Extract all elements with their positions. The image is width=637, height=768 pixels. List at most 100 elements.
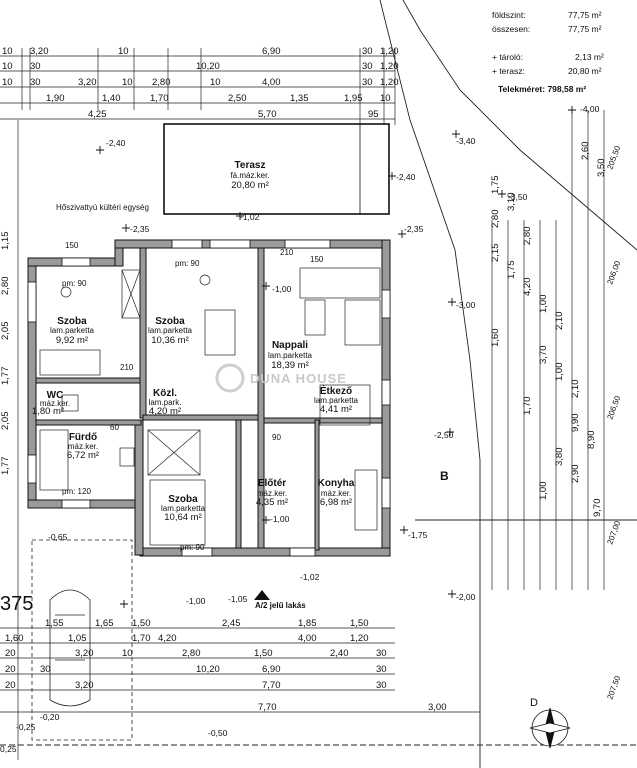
edge-elevation-label: 207,00 [605, 519, 622, 546]
dim-right-label: 3,50 [596, 159, 607, 178]
dim-right-label: 1,70 [522, 397, 533, 416]
dim-left-label: 1,77 [0, 457, 11, 476]
level-label: -0,20 [40, 712, 60, 722]
opening-label: 210 [120, 363, 134, 372]
dim-bottom-label: 7,70 [258, 702, 277, 713]
room-area-szoba-2: 10,36 m² [151, 335, 189, 346]
room-material-furdo: máz.ker. [68, 442, 98, 451]
dim-left-label: 2,05 [0, 322, 11, 341]
dim-top-label: 3,20 [30, 46, 49, 57]
room-name-nappali: Nappali [272, 340, 308, 351]
opening-label: pm: 90 [62, 279, 87, 288]
edge-elevation-label: 206,00 [605, 259, 622, 286]
room-name-wc: WC [47, 390, 64, 401]
room-area-etkezo: 4,41 m² [320, 404, 352, 415]
dim-right-label: 2,10 [554, 312, 565, 331]
dim-bottom-label: 1,50 [132, 618, 151, 629]
dim-right-label: 2,90 [570, 465, 581, 484]
room-name-etkezo: Étkező [320, 384, 352, 397]
dim-top-label: 10 [122, 77, 133, 88]
room-area-konyha: 6,98 m² [320, 497, 352, 508]
level-label: -0,50 [208, 728, 228, 738]
dim-top-label: 2,80 [152, 77, 171, 88]
dim-left-label: 2,05 [0, 412, 11, 431]
level-label: -1,00 [272, 284, 292, 294]
dim-top-label: 10 [2, 77, 13, 88]
dim-top-label: 95 [368, 109, 379, 120]
dim-bottom-label: 7,70 [262, 680, 281, 691]
level-label: -1,02 [300, 572, 320, 582]
dim-top-label: 1,70 [150, 93, 169, 104]
opening-label: pm: 120 [62, 487, 91, 496]
summary-label-3: + terasz: [492, 66, 525, 76]
dim-top-label: 1,90 [46, 93, 65, 104]
apartment-label: A/2 jelű lakás [255, 601, 306, 610]
dim-bottom-label: 2,80 [182, 648, 201, 659]
level-label: -2,40 [106, 138, 126, 148]
level-label: 0,25 [0, 744, 17, 754]
dim-right-label: 1,75 [506, 261, 517, 280]
room-area-eloter: 4,35 m² [256, 497, 288, 508]
dim-left-label: 1,77 [0, 367, 11, 386]
dim-left-label: 2,80 [0, 277, 11, 296]
level-label: -3,50 [508, 192, 528, 202]
dim-bottom-label: 1,85 [298, 618, 317, 629]
room-material-terasz: fá.máz.ker. [230, 171, 269, 180]
dim-top-label: 10,20 [196, 61, 220, 72]
level-label: -2,40 [396, 172, 416, 182]
dim-top-label: 10 [2, 61, 13, 72]
dim-bottom-label: 10,20 [196, 664, 220, 675]
dim-bottom-label: 10 [122, 648, 133, 659]
room-material-kozl: lam.park. [149, 398, 182, 407]
level-label: -1,00 [270, 514, 290, 524]
room-name-furdo: Fürdő [69, 432, 97, 443]
dim-bottom-label: 3,20 [75, 648, 94, 659]
dim-bottom-label: 1,70 [132, 633, 151, 644]
room-area-wc: 1,80 m² [32, 406, 64, 417]
level-label: -0,25 [16, 722, 36, 732]
room-name-konyha: Konyha [318, 478, 355, 489]
room-material-szoba-3: lam.parketta [161, 504, 206, 513]
dim-top-label: 1,95 [344, 93, 363, 104]
dim-right-label: 8,90 [586, 431, 597, 450]
level-label: -1,75 [408, 530, 428, 540]
summary-value-1: 77,75 m² [568, 24, 602, 34]
dim-top-label: 10 [210, 77, 221, 88]
room-name-szoba-3: Szoba [168, 494, 198, 505]
dim-right-label: 3,70 [538, 346, 549, 365]
dim-bottom-label: 30 [376, 664, 387, 675]
room-name-szoba-1: Szoba [57, 316, 87, 327]
dim-top-label: 3,20 [78, 77, 97, 88]
dim-right-label: 3,80 [554, 448, 565, 467]
level-label: -3,00 [456, 300, 476, 310]
opening-label: 150 [310, 255, 324, 264]
level-label: -0,65 [48, 532, 68, 542]
lot-number: 375 [0, 593, 33, 615]
dim-bottom-label: 30 [376, 648, 387, 659]
room-name-szoba-2: Szoba [155, 316, 185, 327]
edge-elevation-label: 206,50 [605, 394, 622, 421]
section-mark: B [440, 469, 449, 483]
dim-right-label: 1,00 [538, 295, 549, 314]
dim-right-label: 2,10 [570, 380, 581, 399]
summary-value-2: 2,13 m² [575, 52, 604, 62]
dim-bottom-label: 30 [376, 680, 387, 691]
edge-elevation-label: 205,50 [605, 144, 622, 171]
opening-label: 150 [65, 241, 79, 250]
dim-top-label: 1,20 [380, 61, 399, 72]
dim-bottom-label: 1,65 [95, 618, 114, 629]
dim-top-label: 4,25 [88, 109, 107, 120]
room-name-eloter: Előtér [258, 478, 286, 489]
dim-top-label: 30 [362, 77, 373, 88]
level-label: -2,35 [130, 224, 150, 234]
level-label: -3,40 [456, 136, 476, 146]
summary-label-2: + tároló: [492, 52, 523, 62]
level-label: -1,00 [186, 596, 206, 606]
dim-top-label: 2,50 [228, 93, 247, 104]
dim-top-label: 30 [362, 61, 373, 72]
level-label: -2,50 [434, 430, 454, 440]
dim-bottom-label: 20 [5, 664, 16, 675]
dim-top-label: 1,40 [102, 93, 121, 104]
opening-label: 210 [280, 248, 294, 257]
